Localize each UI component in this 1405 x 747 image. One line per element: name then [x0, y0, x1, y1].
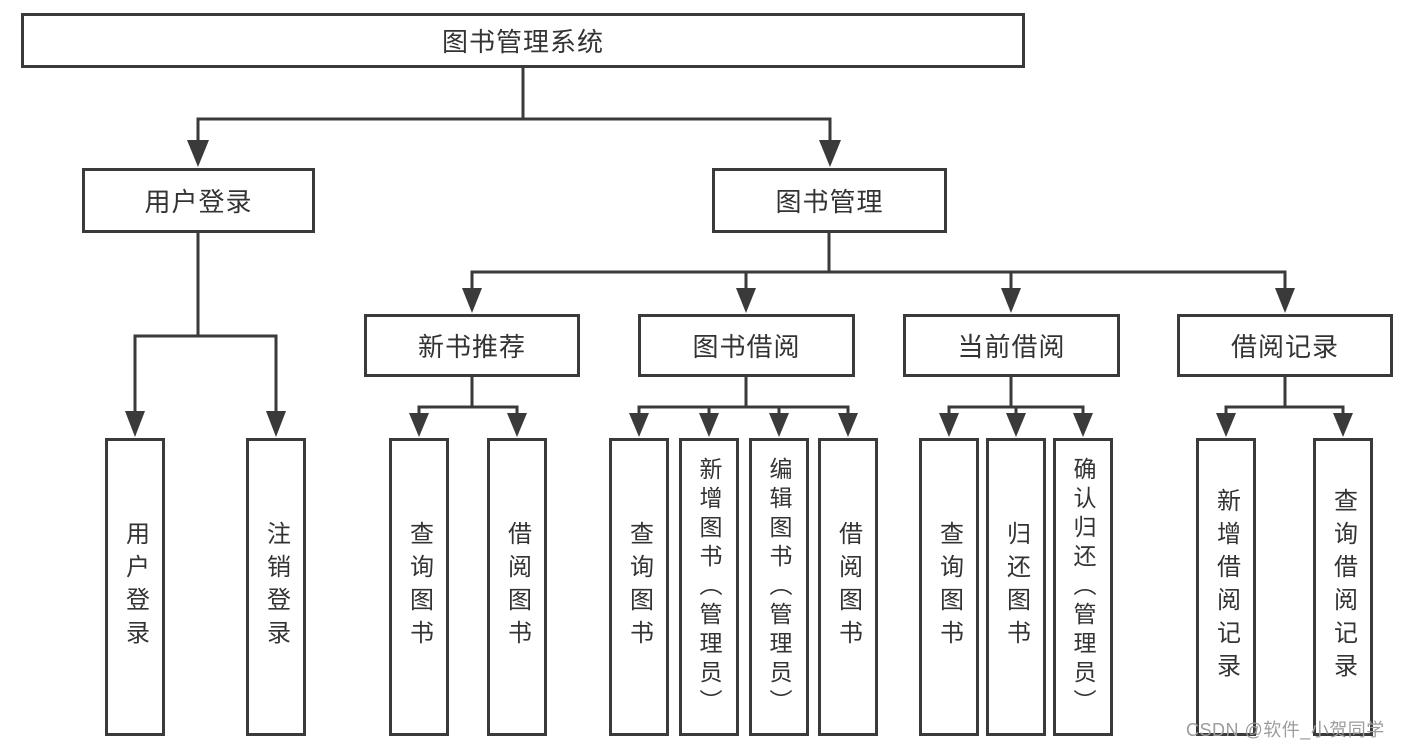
node-library-management-system: 图书管理系统 [21, 13, 1025, 68]
leaf-label: 用户登录 [121, 521, 149, 653]
leaf-records-query-borrow-record: 查询借阅记录 [1313, 438, 1373, 736]
node-book-management: 图书管理 [712, 168, 947, 233]
leaf-borrowing-query-book: 查询图书 [609, 438, 669, 736]
leaf-borrowing-borrow-book: 借阅图书 [818, 438, 878, 736]
node-user-login: 用户登录 [82, 168, 315, 233]
leaf-label: 借阅图书 [503, 521, 531, 653]
leaf-label: 确认归还（管理员） [1070, 456, 1096, 718]
leaf-label: 查询图书 [935, 521, 963, 653]
leaf-label: 新增借阅记录 [1212, 488, 1240, 686]
leaf-records-add-borrow-record: 新增借阅记录 [1196, 438, 1256, 736]
csdn-watermark: CSDN @软件_小贺同学 [1186, 720, 1385, 740]
node-new-book-recommendation: 新书推荐 [364, 314, 580, 377]
node-book-borrowing: 图书借阅 [638, 314, 855, 377]
leaf-label: 查询图书 [405, 521, 433, 653]
leaf-recommend-query-book: 查询图书 [389, 438, 449, 736]
leaf-current-query-book: 查询图书 [919, 438, 979, 736]
leaf-label: 注销登录 [262, 521, 290, 653]
node-current-borrowing: 当前借阅 [903, 314, 1120, 377]
leaf-label: 查询图书 [625, 521, 653, 653]
leaf-current-return-book: 归还图书 [986, 438, 1046, 736]
leaf-label: 查询借阅记录 [1329, 488, 1357, 686]
leaf-user-login: 用户登录 [105, 438, 165, 736]
leaf-label: 归还图书 [1002, 521, 1030, 653]
leaf-label: 借阅图书 [834, 521, 862, 653]
leaf-borrowing-add-book-admin: 新增图书（管理员） [679, 438, 739, 736]
leaf-borrowing-edit-book-admin: 编辑图书（管理员） [749, 438, 809, 736]
leaf-label: 新增图书（管理员） [696, 456, 722, 718]
leaf-label: 编辑图书（管理员） [766, 456, 792, 718]
leaf-logout-login: 注销登录 [246, 438, 306, 736]
leaf-current-confirm-return-admin: 确认归还（管理员） [1053, 438, 1113, 736]
node-borrowing-records: 借阅记录 [1177, 314, 1393, 377]
leaf-recommend-borrow-book: 借阅图书 [487, 438, 547, 736]
